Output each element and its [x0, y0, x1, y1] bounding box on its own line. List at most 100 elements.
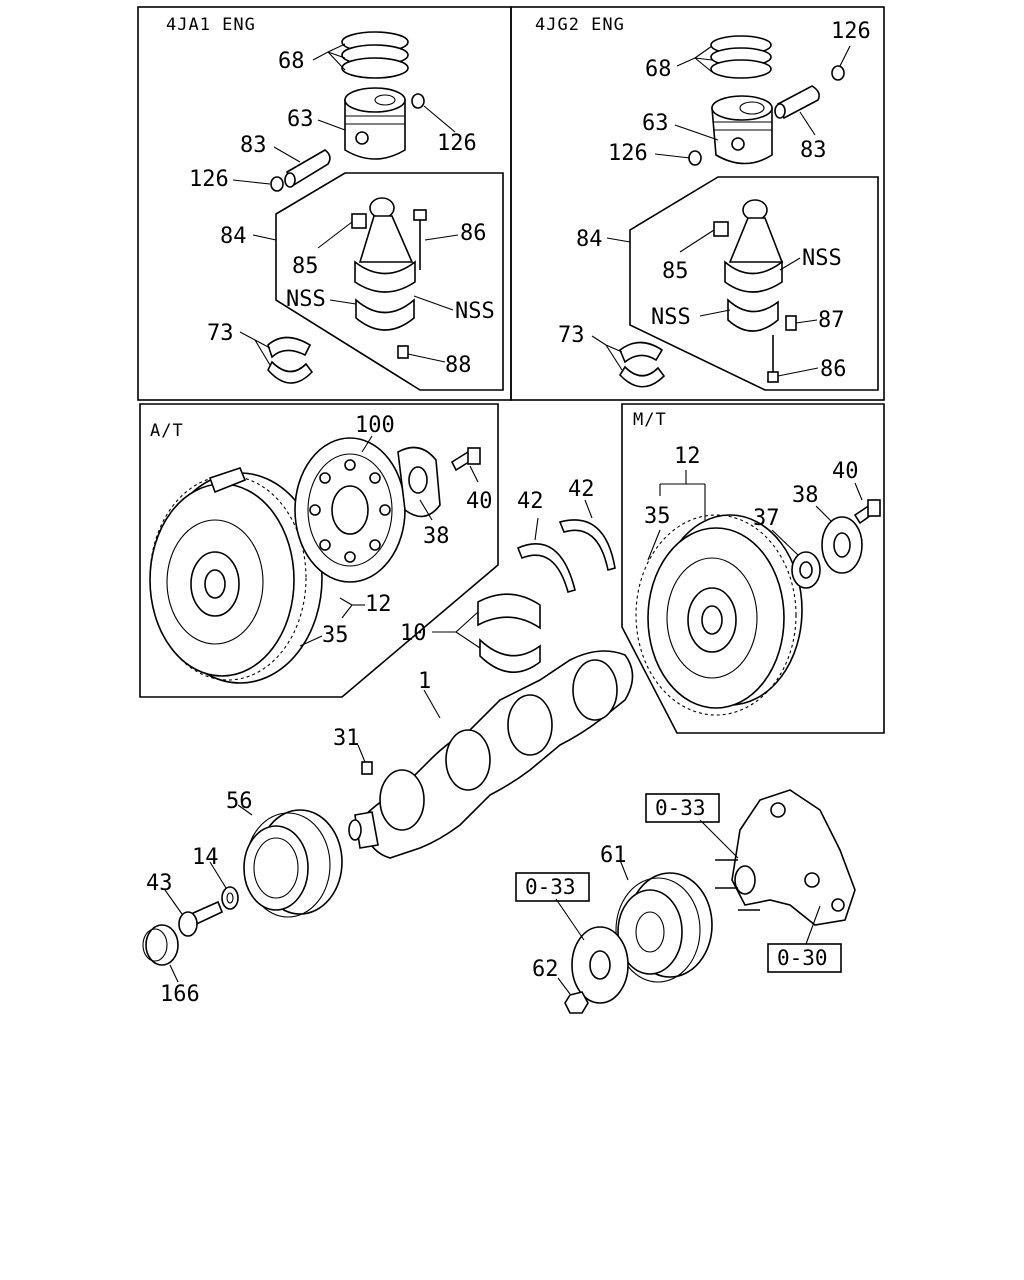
- cap-166: [142, 924, 179, 983]
- label-12-at: 12: [365, 592, 392, 617]
- conrod-box-4jg2: [629, 176, 879, 391]
- nut-62: [557, 977, 589, 1014]
- label-14: 14: [192, 845, 219, 870]
- bolt-40-mt: [853, 499, 881, 525]
- label-40-at: 40: [466, 489, 493, 514]
- panel-mt: [621, 403, 885, 734]
- label-42a: 42: [517, 489, 544, 514]
- label-62: 62: [532, 957, 559, 982]
- label-83-4jg2: 83: [800, 138, 827, 163]
- pump-pulley-61: [615, 859, 713, 983]
- label-nss2-4ja1: NSS: [455, 299, 495, 324]
- label-86-4ja1: 86: [460, 221, 487, 246]
- label-73-4ja1: 73: [207, 321, 234, 346]
- bolt-40-at: [450, 447, 481, 472]
- leaders-4ja1: [232, 43, 459, 366]
- label-nss1-4ja1: NSS: [286, 287, 326, 312]
- flex-plate-at: [294, 437, 406, 583]
- bearing-shells-4jg2: [618, 341, 666, 388]
- label-73-4jg2: 73: [558, 323, 585, 348]
- label-61: 61: [600, 843, 627, 868]
- label-35-at: 35: [322, 623, 349, 648]
- label-126a-4ja1: 126: [437, 131, 477, 156]
- label-126b-4ja1: 126: [189, 167, 229, 192]
- leaders-4jg2: [591, 45, 851, 377]
- label-12-mt: 12: [674, 444, 701, 469]
- plate-38-mt: [821, 516, 863, 574]
- pump-bracket: [715, 789, 856, 926]
- ref-leaders: [555, 819, 821, 945]
- label-126a-4jg2: 126: [831, 19, 871, 44]
- panel-at: [139, 403, 499, 698]
- thrust-washers-42: [516, 499, 616, 593]
- label-68-4jg2: 68: [645, 57, 672, 82]
- title-4ja1: 4JA1 ENG: [166, 15, 256, 35]
- label-38-mt: 38: [792, 483, 819, 508]
- label-63-4ja1: 63: [287, 107, 314, 132]
- label-43: 43: [146, 871, 173, 896]
- piston-pin-4jg2: [774, 85, 820, 120]
- label-1: 1: [418, 669, 431, 694]
- piston-4ja1: [344, 87, 406, 160]
- leaders-at: [299, 435, 479, 647]
- label-40-mt: 40: [832, 459, 859, 484]
- title-4jg2: 4JG2 ENG: [535, 15, 625, 35]
- crank-pulley-56: [237, 804, 343, 918]
- conrod-box-4ja1: [275, 172, 504, 391]
- ref-0-30: 0-30: [777, 946, 828, 970]
- label-56: 56: [226, 789, 253, 814]
- label-87-4jg2: 87: [818, 308, 845, 333]
- label-85-4ja1: 85: [292, 254, 319, 279]
- label-63-4jg2: 63: [642, 111, 669, 136]
- flywheel-at: [149, 467, 323, 684]
- label-126b-4jg2: 126: [608, 141, 648, 166]
- piston-rings-4jg2: [710, 35, 772, 79]
- panel-4jg2: [510, 6, 885, 401]
- bolt-43: [164, 889, 224, 937]
- ref-0-33-upper: 0-33: [655, 796, 706, 820]
- label-83-4ja1: 83: [240, 133, 267, 158]
- label-nss2-4jg2: NSS: [651, 305, 691, 330]
- panel-4ja1: [137, 6, 512, 401]
- label-10: 10: [400, 621, 427, 646]
- leaders-mt: [647, 470, 863, 561]
- bearing-37-mt: [791, 551, 821, 589]
- snap-ring-4ja1-b: [270, 176, 284, 192]
- bearing-shells-4ja1: [267, 336, 314, 384]
- label-37-mt: 37: [753, 506, 780, 531]
- conrod-4jg2: [713, 199, 797, 383]
- plate-pump: [571, 926, 629, 1004]
- ref-box-0-30: [767, 943, 842, 973]
- ref-0-33-lower: 0-33: [525, 875, 576, 899]
- piston-rings-4ja1: [341, 31, 409, 79]
- ref-box-0-33-upper: [645, 793, 720, 823]
- ref-box-0-33-lower: [515, 872, 590, 902]
- label-100-at: 100: [355, 413, 395, 438]
- snap-ring-4jg2-a: [831, 65, 845, 81]
- snap-ring-4jg2-b: [688, 150, 702, 166]
- piston-4jg2: [711, 95, 773, 165]
- flywheel-mt: [635, 514, 803, 716]
- label-nss1-4jg2: NSS: [802, 246, 842, 271]
- label-38-at: 38: [423, 524, 450, 549]
- label-35-mt: 35: [644, 504, 671, 529]
- label-42b: 42: [568, 477, 595, 502]
- main-bearings-10: [432, 593, 541, 673]
- snap-ring-4ja1-a: [411, 93, 425, 109]
- conrod-4ja1: [351, 197, 427, 359]
- crankshaft: [348, 650, 634, 859]
- label-68-4ja1: 68: [278, 49, 305, 74]
- title-mt: M/T: [633, 410, 667, 430]
- title-at: A/T: [150, 421, 184, 441]
- washer-14: [209, 861, 239, 910]
- label-31: 31: [333, 726, 360, 751]
- label-88-4ja1: 88: [445, 353, 472, 378]
- plate-38-at: [397, 446, 441, 518]
- label-84-4jg2: 84: [576, 227, 603, 252]
- label-85-4jg2: 85: [662, 259, 689, 284]
- label-166: 166: [160, 982, 200, 1007]
- label-84-4ja1: 84: [220, 224, 247, 249]
- label-86-4jg2: 86: [820, 357, 847, 382]
- piston-pin-4ja1: [284, 149, 331, 188]
